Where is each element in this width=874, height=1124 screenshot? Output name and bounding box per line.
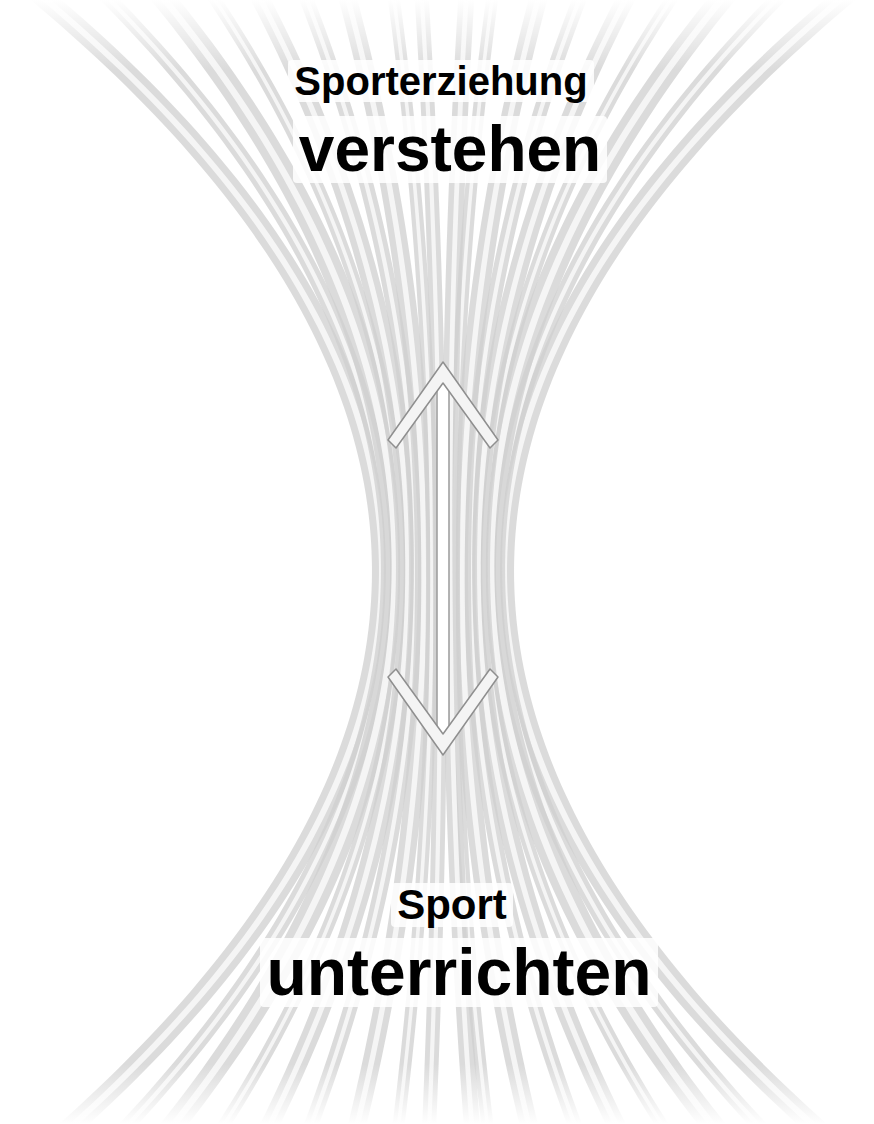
subtitle-word: unterrichten bbox=[260, 938, 657, 1007]
strand-group bbox=[10, 0, 874, 1124]
arrow-head bbox=[388, 669, 498, 755]
fade-overlay bbox=[0, 1064, 874, 1124]
arrow-head bbox=[388, 362, 498, 448]
double-arrow bbox=[388, 362, 498, 755]
arrow-shaft bbox=[437, 380, 449, 737]
subtitle-line: Sport bbox=[391, 883, 513, 927]
title-word: verstehen bbox=[293, 116, 607, 183]
title-line: Sporterziehung bbox=[288, 60, 593, 102]
